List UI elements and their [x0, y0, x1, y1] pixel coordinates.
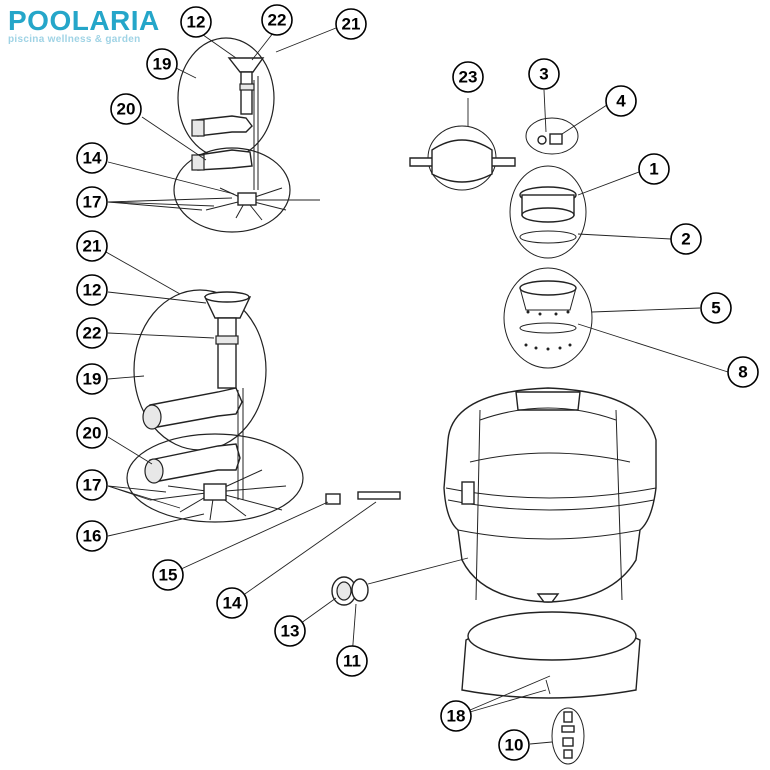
callout-23: 23	[452, 61, 484, 93]
callout-label: 20	[117, 100, 136, 119]
callout-21-top: 21	[335, 8, 367, 40]
callout-label: 13	[281, 622, 300, 641]
callout-label: 22	[268, 11, 287, 30]
callout-5: 5	[700, 292, 732, 324]
top-cover-zoom	[509, 165, 587, 259]
callout-label: 22	[83, 324, 102, 343]
part-3-4-zoom	[525, 117, 579, 155]
callout-17-top: 17	[76, 186, 108, 218]
callout-label: 18	[447, 707, 466, 726]
callout-10: 10	[498, 729, 530, 761]
base-stand	[461, 611, 641, 699]
callout-12-mid: 12	[76, 274, 108, 306]
callout-label: 21	[342, 15, 361, 34]
drain-valve	[551, 707, 585, 765]
callout-1: 1	[638, 153, 670, 185]
callout-13: 13	[274, 615, 306, 647]
callout-19-top: 19	[146, 48, 178, 80]
callout-17-mid: 17	[76, 469, 108, 501]
callout-16: 16	[76, 520, 108, 552]
callout-label: 23	[459, 68, 478, 87]
brand-logo: POOLARIA piscina wellness & garden	[8, 5, 160, 46]
callout-label: 21	[83, 237, 102, 256]
callout-19-mid: 19	[76, 363, 108, 395]
small-collector-zoom	[173, 37, 320, 233]
brand-tagline: piscina wellness & garden	[8, 34, 141, 45]
callout-2: 2	[670, 223, 702, 255]
brand-name: POOLARIA	[8, 5, 160, 36]
callout-label: 14	[223, 594, 242, 613]
callout-14-bottom: 14	[216, 587, 248, 619]
callout-label: 11	[343, 652, 361, 671]
callout-label: 5	[711, 299, 720, 318]
callout-18: 18	[440, 700, 472, 732]
callout-label: 10	[505, 736, 524, 755]
large-collector-zoom	[126, 289, 401, 523]
callout-label: 8	[738, 363, 747, 382]
callout-8: 8	[727, 356, 759, 388]
leader-lines	[105, 27, 729, 745]
callout-label: 4	[616, 92, 626, 111]
flange-zoom	[503, 267, 593, 369]
callout-20-top: 20	[110, 93, 142, 125]
callout-20-mid: 20	[76, 417, 108, 449]
callout-label: 19	[153, 55, 172, 74]
callout-label: 19	[83, 370, 102, 389]
callout-21-mid: 21	[76, 230, 108, 262]
callout-label: 12	[83, 281, 102, 300]
callout-22-top: 22	[261, 4, 293, 36]
callout-label: 17	[83, 476, 102, 495]
callout-14-top: 14	[76, 142, 108, 174]
part-23-zoom	[409, 125, 516, 191]
callout-12-top: 12	[180, 6, 212, 38]
callout-22-mid: 22	[76, 317, 108, 349]
callout-label: 2	[681, 230, 690, 249]
callout-label: 12	[187, 13, 206, 32]
callout-label: 14	[83, 149, 102, 168]
callout-label: 17	[83, 193, 102, 212]
callout-label: 16	[83, 527, 102, 546]
callout-label: 1	[649, 160, 658, 179]
callout-label: 15	[159, 566, 178, 585]
callout-label: 3	[539, 65, 548, 84]
callout-15: 15	[152, 559, 184, 591]
fittings-13-11	[331, 576, 369, 606]
callout-11: 11	[336, 645, 368, 677]
filter-tank	[443, 387, 657, 603]
callout-3: 3	[528, 58, 560, 90]
callout-4: 4	[605, 85, 637, 117]
callout-label: 20	[83, 424, 102, 443]
